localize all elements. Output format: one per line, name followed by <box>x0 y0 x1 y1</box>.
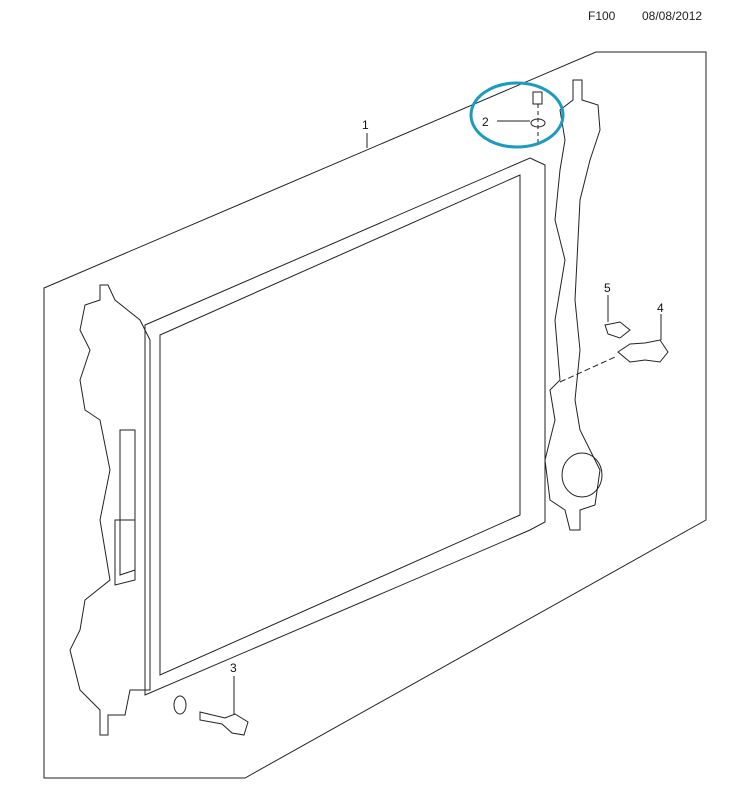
callout-4: 4 <box>657 301 664 315</box>
radiator-core <box>159 174 521 676</box>
radiator-frame <box>144 157 546 696</box>
diagram-boundary <box>43 51 707 779</box>
right-tank <box>544 79 601 531</box>
callout-5: 5 <box>604 281 611 295</box>
left-tank <box>69 284 151 736</box>
highlight-circle <box>469 81 565 149</box>
diagram-code: F100 <box>588 9 616 23</box>
diagram-date: 08/08/2012 <box>642 9 703 23</box>
callout-1: 1 <box>362 118 369 132</box>
callout-2: 2 <box>482 115 489 129</box>
callout-3: 3 <box>230 661 237 675</box>
